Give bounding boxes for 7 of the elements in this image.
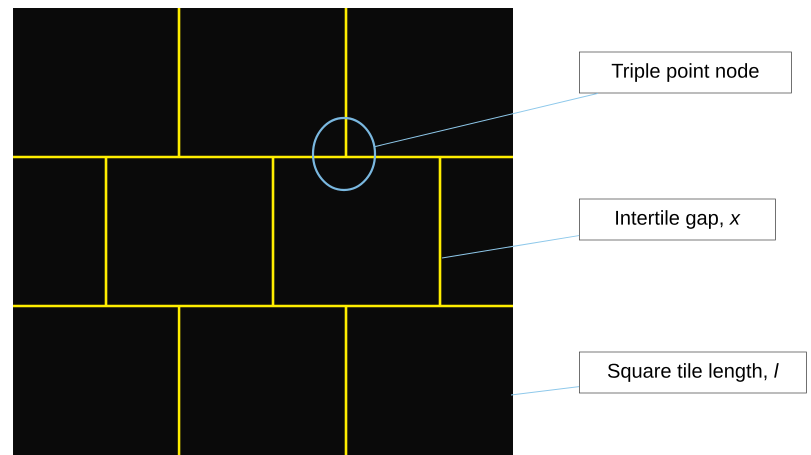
highlight-ring [312,116,376,192]
label-box: Intertile gap, x [579,198,776,240]
label-box: Square tile length, l [579,352,807,394]
leader-line [374,92,598,147]
leader-line [442,235,580,258]
leader-line [510,386,580,396]
label-box: Triple point node [579,52,792,94]
